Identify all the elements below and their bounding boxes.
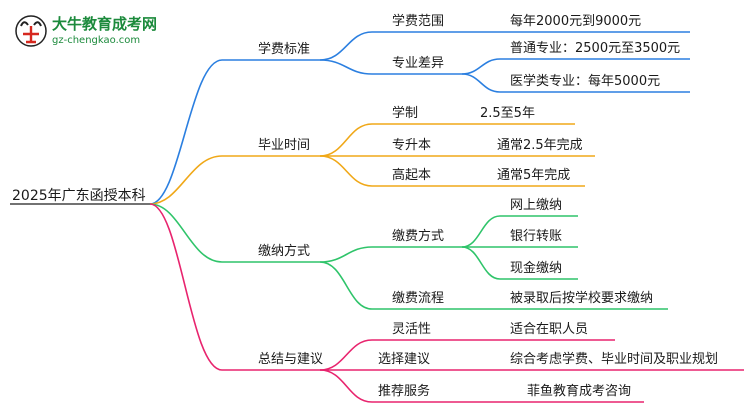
bull-logo-icon bbox=[15, 15, 47, 47]
branch-2-sub-3-node: 高起本 bbox=[392, 168, 432, 183]
branch-1-sub-1-leaf-1: 每年2000元到9000元 bbox=[510, 14, 642, 29]
branch-2-sub-3-connector bbox=[319, 155, 462, 187]
branch-4-sub-1-leaf-1: 适合在职人员 bbox=[510, 322, 589, 337]
branch-1-sub-2-connector bbox=[319, 59, 462, 75]
branch-2-sub-1-leaf-1: 2.5至5年 bbox=[480, 106, 535, 121]
branch-4-sub-1-connector bbox=[319, 339, 462, 371]
branch-3-node: 缴纳方式 bbox=[258, 244, 311, 259]
site-logo: 大牛教育成考网 gz-chengkao.com bbox=[14, 12, 184, 52]
branch-4-sub-3-node: 推荐服务 bbox=[378, 384, 431, 399]
branch-3-sub-2-connector bbox=[319, 261, 462, 310]
branch-4-sub-3-leaf-1: 菲鱼教育成考咨询 bbox=[527, 384, 632, 399]
root-node: 2025年广东函授本科 bbox=[12, 188, 146, 204]
branch-4-sub-1-node: 灵活性 bbox=[392, 322, 432, 337]
branch-3-sub-1-leaf-1: 网上缴纳 bbox=[510, 198, 563, 213]
branch-1-sub-2-node: 专业差异 bbox=[392, 56, 445, 71]
branch-2-sub-1-connector bbox=[319, 123, 462, 157]
branch-3-sub-1-connector bbox=[319, 246, 462, 263]
branch-4-sub-2-leaf-1: 综合考虑学费、毕业时间及职业规划 bbox=[510, 352, 719, 367]
branch-3-sub-2-node: 缴费流程 bbox=[392, 291, 445, 306]
branch-4-sub-2-node: 选择建议 bbox=[378, 352, 431, 367]
logo-name: 大牛教育成考网 bbox=[52, 15, 158, 33]
branch-3-sub-1-leaf-1-connector bbox=[461, 215, 578, 248]
branch-2-sub-2-node: 专升本 bbox=[392, 138, 432, 153]
branch-1-sub-2-leaf-1: 普通专业：2500元至3500元 bbox=[510, 41, 681, 56]
branch-2-sub-1-node: 学制 bbox=[392, 106, 419, 121]
branch-3-sub-1-leaf-3-connector bbox=[461, 246, 578, 280]
logo-url: gz-chengkao.com bbox=[52, 35, 141, 46]
branch-2-connector bbox=[149, 155, 320, 205]
branch-3-sub-2-leaf-1: 被录取后按学校要求缴纳 bbox=[510, 291, 654, 306]
branch-1-sub-1-connector bbox=[319, 31, 462, 61]
branch-1-sub-2-leaf-2-connector bbox=[461, 73, 690, 93]
branch-1-connector bbox=[149, 59, 320, 205]
branch-3-connector bbox=[149, 203, 320, 263]
branch-1-sub-1-node: 学费范围 bbox=[392, 14, 445, 29]
branch-4-connector bbox=[149, 203, 320, 371]
branch-2-sub-3-leaf-1: 通常5年完成 bbox=[497, 168, 571, 183]
branch-4-node: 总结与建议 bbox=[258, 352, 324, 367]
branch-2-node: 毕业时间 bbox=[258, 138, 311, 153]
branch-2-sub-2-leaf-1: 通常2.5年完成 bbox=[497, 138, 583, 153]
branch-4-sub-3-connector bbox=[319, 369, 462, 403]
branch-1-sub-2-leaf-1-connector bbox=[461, 58, 690, 75]
branch-3-sub-1-node: 缴费方式 bbox=[392, 229, 445, 244]
branch-1-node: 学费标准 bbox=[258, 42, 311, 57]
branch-1-sub-2-leaf-2: 医学类专业：每年5000元 bbox=[510, 74, 661, 89]
branch-3-sub-1-leaf-3: 现金缴纳 bbox=[510, 261, 563, 276]
branch-3-sub-1-leaf-2: 银行转账 bbox=[510, 229, 563, 244]
